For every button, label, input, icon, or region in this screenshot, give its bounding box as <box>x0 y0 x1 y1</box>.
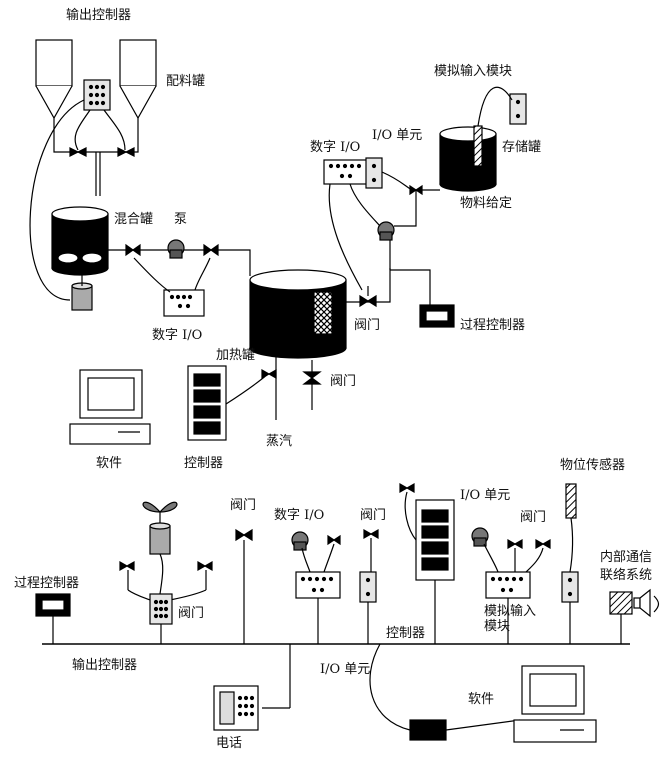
label-steam: 蒸汽 <box>266 434 293 449</box>
label-valve-b3: 阀门 <box>520 510 547 525</box>
storage-tank <box>439 125 497 192</box>
speaker-icon <box>609 588 660 618</box>
pump-icon <box>291 531 309 551</box>
label-level-sensor: 物位传感器 <box>560 458 626 473</box>
label-io-unit-top: I/O 单元 <box>372 128 423 143</box>
controller-rack-bottom <box>415 499 455 581</box>
batching-hopper-right <box>119 39 157 134</box>
heating-tank <box>249 269 347 359</box>
label-digital-io-bottom: 数字 I/O <box>274 508 325 523</box>
pump-icon <box>167 239 185 259</box>
output-controller-module-bottom <box>149 593 173 625</box>
label-process-controller-bottom: 过程控制器 <box>14 576 80 591</box>
computer-icon-bottom <box>513 665 597 743</box>
label-mixing-tank: 混合罐 <box>114 212 154 227</box>
label-valve-b1: 阀门 <box>230 498 257 513</box>
label-storage-tank: 存储罐 <box>502 140 542 155</box>
label-controller-mid: 控制器 <box>184 456 224 471</box>
io-unit-module-top <box>365 157 383 189</box>
valve-icon <box>409 184 423 196</box>
valve-icon <box>261 368 322 385</box>
level-sensor-icon <box>565 483 577 519</box>
valve-icon <box>507 538 551 550</box>
sensor-assembly-bottom <box>142 501 178 555</box>
label-valve-mid: 阀门 <box>354 318 381 333</box>
batching-hopper-left <box>35 39 73 134</box>
label-heating-tank: 加热罐 <box>216 348 256 363</box>
io-unit-module-bottom-small <box>359 571 377 603</box>
valve-icon <box>125 243 219 257</box>
digital-io-module-mid <box>163 289 205 317</box>
valve-icon <box>119 528 253 572</box>
label-software-top: 软件 <box>96 456 123 471</box>
label-io-unit-bottom: I/O 单元 <box>460 488 511 503</box>
pump-icon <box>471 527 489 547</box>
label-valve-b2: 阀门 <box>360 508 387 523</box>
computer-icon-top <box>69 369 151 445</box>
small-drum <box>71 282 93 311</box>
pump-icon <box>377 221 395 241</box>
io-unit-module-bottom-right <box>561 571 579 603</box>
label-software-bottom: 软件 <box>468 692 495 707</box>
process-controller-mid <box>419 304 455 328</box>
label-analog-input-module-top: 模拟输入模块 <box>434 64 513 79</box>
digital-io-module-top <box>323 159 369 185</box>
label-telephone: 电话 <box>216 736 243 751</box>
analog-input-module-top <box>509 93 527 125</box>
output-controller-module-top <box>83 79 111 111</box>
telephone-icon <box>213 685 259 731</box>
controller-rack-mid <box>187 365 227 441</box>
mixing-tank <box>51 206 109 276</box>
process-controller-bottom <box>35 593 71 617</box>
label-analog-input-module-bottom: 模拟输入模块 <box>484 604 537 634</box>
label-io-unit-bus: I/O 单元 <box>320 662 371 677</box>
label-output-controller-top: 输出控制器 <box>66 8 132 23</box>
label-material-feed: 物料给定 <box>460 196 513 211</box>
valve-icon <box>327 528 379 546</box>
analog-input-module-bottom <box>485 571 531 599</box>
label-digital-io-mid: 数字 I/O <box>152 328 203 343</box>
label-digital-io-top: 数字 I/O <box>310 140 361 155</box>
label-process-controller-mid: 过程控制器 <box>460 318 526 333</box>
label-internal-comm-2: 联络系统 <box>600 568 653 583</box>
digital-io-module-bottom <box>295 571 341 599</box>
valve-icon <box>69 147 135 157</box>
label-valve-b4: 阀门 <box>178 606 205 621</box>
label-valve-mid2: 阀门 <box>330 374 357 389</box>
valve-icon <box>359 294 377 308</box>
label-batching-tank: 配料罐 <box>166 74 206 89</box>
io-unit-bus-box <box>409 719 447 741</box>
label-controller-bottom: 控制器 <box>386 626 426 641</box>
label-pump: 泵 <box>174 212 188 227</box>
valve-icon <box>399 482 415 494</box>
label-internal-comm-1: 内部通信 <box>600 550 653 565</box>
label-output-controller-bottom: 输出控制器 <box>72 658 138 673</box>
